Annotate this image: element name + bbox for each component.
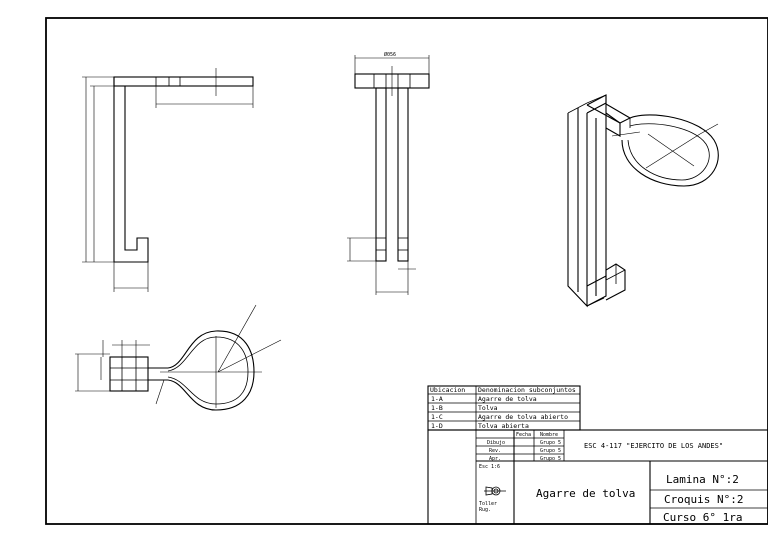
- parts-table-location-2: 1-B: [431, 404, 443, 412]
- parts-table-location-3: 1-C: [431, 413, 443, 421]
- sheet-border: [45, 17, 768, 525]
- title-block: Fecha Nombre Dibujo Grupo 5 Rev. Grupo 5…: [427, 429, 768, 525]
- parts-table-description-1: Agarre de tolva: [478, 395, 537, 403]
- side-view: Ø056: [347, 51, 430, 295]
- sheet-number: Lamina N°:2: [666, 473, 739, 486]
- sketch-number: Croquis N°:2: [664, 493, 743, 506]
- parts-table-header-description: Denominacion subconjuntos: [478, 386, 576, 394]
- parts-table-header-location: Ubicacion: [430, 386, 465, 394]
- title-block-row-name-2: Grupo 5: [540, 448, 561, 454]
- isometric-view: [567, 94, 719, 308]
- drawing-title: Agarre de tolva: [536, 487, 635, 500]
- side-view-dim-label: Ø056: [384, 51, 396, 58]
- title-block-row-name-1: Grupo 5: [540, 440, 561, 446]
- title-block-col-nombre: Nombre: [540, 432, 558, 438]
- parts-table-location-4: 1-D: [431, 422, 443, 430]
- parts-table-description-4: Tolva abierta: [478, 422, 529, 430]
- top-view: [75, 304, 282, 411]
- school-name: ESC 4-117 "EJERCITO DE LOS ANDES": [584, 442, 723, 450]
- title-block-row-label-3: Apr.: [489, 456, 501, 462]
- front-view: [82, 68, 254, 292]
- norm-label-bottom: Rug.: [479, 507, 491, 513]
- title-block-col-fecha: Fecha: [516, 432, 531, 438]
- parts-table-description-2: Tolva: [478, 404, 498, 412]
- course-label: Curso 6° 1ra: [663, 511, 742, 524]
- norm-label-top: Toller: [479, 501, 497, 507]
- scale-label: Esc 1:6: [479, 464, 500, 470]
- parts-table-description-3: Agarre de tolva abierto: [478, 413, 568, 421]
- title-block-row-name-3: Grupo 5: [540, 456, 561, 462]
- title-block-row-label-1: Dibujo: [487, 440, 505, 446]
- projection-symbol-icon: [484, 486, 506, 496]
- title-block-row-label-2: Rev.: [489, 448, 501, 454]
- parts-table: Ubicacion Denominacion subconjuntos 1-A …: [427, 385, 581, 431]
- parts-table-location-1: 1-A: [431, 395, 443, 403]
